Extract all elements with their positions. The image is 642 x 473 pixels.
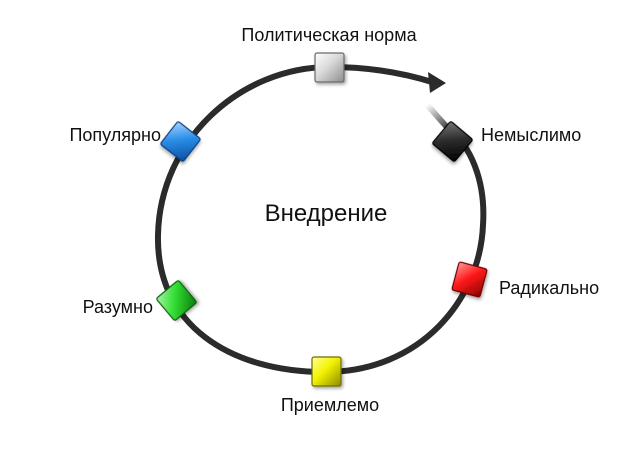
stage-label-nemyslimo: Немыслимо (481, 125, 581, 145)
diagram-title: Внедрение (265, 200, 388, 227)
stage-label-politicheskaya-norma: Политическая норма (241, 25, 417, 45)
stage-marker-razumno (156, 280, 197, 321)
stage-marker-nemyslimo (432, 121, 473, 162)
stage-marker-priemlemo (311, 356, 342, 387)
cycle-ring-fade (425, 103, 451, 131)
stage-marker-populyarno (160, 121, 201, 162)
stage-marker-politicheskaya-norma (314, 52, 345, 83)
stage-marker-radikalno (451, 261, 488, 298)
stage-label-populyarno: Популярно (69, 125, 161, 145)
stage-label-priemlemo: Приемлемо (281, 395, 379, 415)
cycle-arrow-head (428, 72, 446, 93)
stage-label-razumno: Разумно (83, 297, 153, 317)
stage-label-radikalno: Радикально (499, 278, 599, 298)
